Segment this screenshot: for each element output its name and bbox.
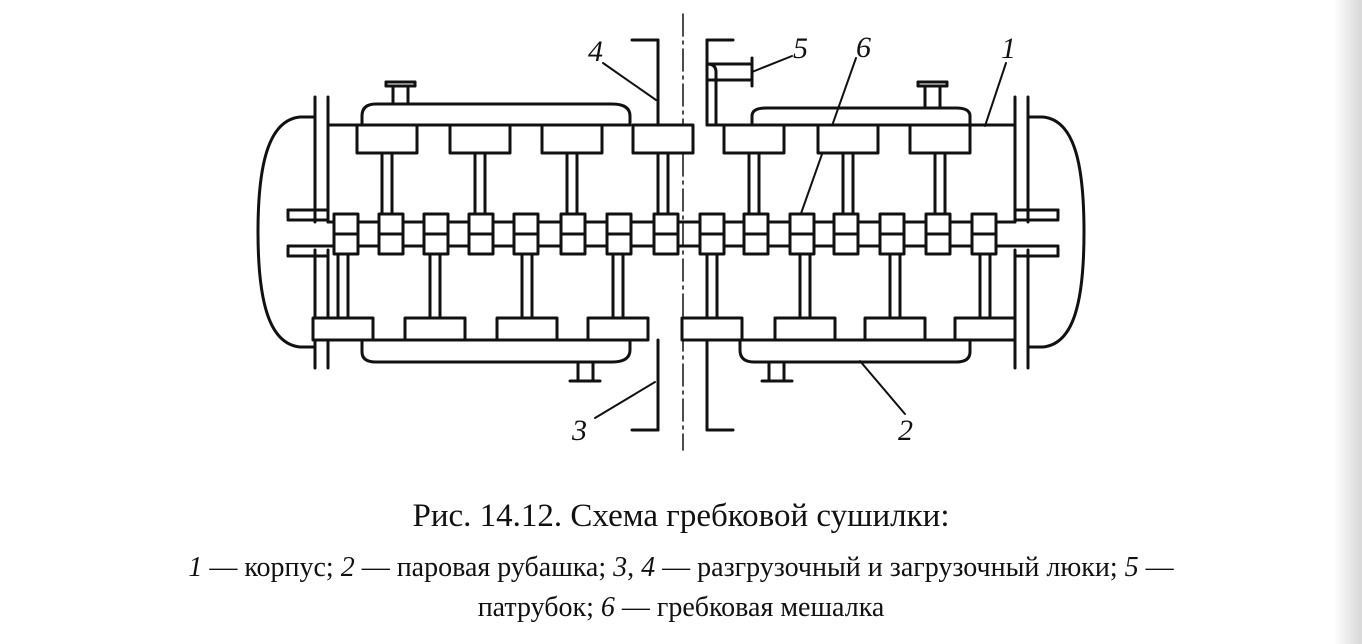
rake-blade [863, 316, 927, 342]
rake-blade [908, 123, 972, 155]
rake-blade [403, 316, 467, 342]
legend-number: 6 [600, 592, 615, 623]
rake-blade [495, 316, 559, 342]
figure-caption-title: Рис. 14.12. Схема гребковой сушилки: [412, 498, 950, 534]
rake-agitator [311, 123, 1017, 342]
label-2: 2 [898, 414, 913, 447]
rake-blade [953, 316, 1017, 342]
rake-blade [816, 123, 880, 155]
rake-blade [722, 123, 786, 155]
legend-number: 1 [188, 552, 203, 583]
label-1: 1 [1001, 32, 1016, 65]
figure-caption-legend: 1 — корпус; 2 — паровая рубашка; 3, 4 — … [0, 548, 1362, 628]
dryer-diagram: 4 5 6 1 3 2 [256, 13, 1086, 451]
legend-number: 5 [1124, 552, 1139, 583]
legend-number: 3 [613, 552, 628, 583]
legend-text: — корпус; [202, 552, 341, 583]
rake-blade [355, 123, 419, 155]
legend-number: 4 [641, 552, 656, 583]
legend-text: — паровая рубашка; [354, 552, 614, 583]
rake-blade [586, 316, 650, 342]
legend-text: — [1138, 552, 1174, 583]
legend-number: 2 [340, 552, 355, 583]
legend-text: — гребковая мешалка [614, 592, 885, 623]
label-6: 6 [856, 31, 871, 64]
rake-blade [448, 123, 512, 155]
legend-text: , [627, 552, 642, 583]
label-3: 3 [571, 414, 587, 447]
rake-blade [311, 316, 375, 342]
rake-blade [540, 123, 604, 155]
legend-text: патрубок; [477, 592, 601, 623]
label-5: 5 [793, 32, 808, 65]
legend-text: — разгрузочный и загрузочный люки; [655, 552, 1125, 583]
rake-blade [773, 316, 837, 342]
rake-blade [631, 123, 695, 155]
rake-blade [680, 316, 744, 342]
scan-edge-shadow [1334, 0, 1362, 644]
label-4: 4 [588, 35, 603, 68]
